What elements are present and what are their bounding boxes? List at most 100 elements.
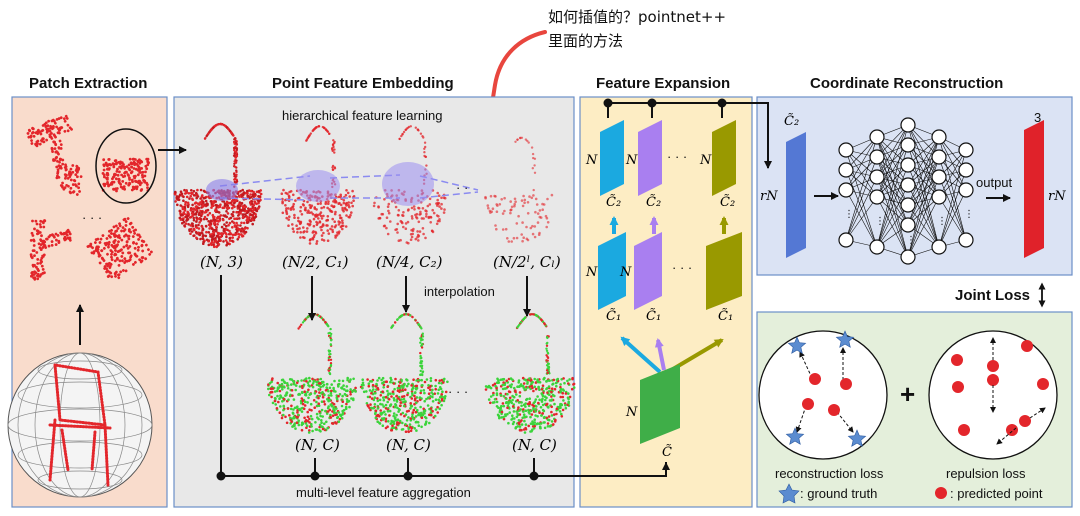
predicted-point: [1006, 424, 1018, 436]
hierarchical-feature-learning-label: hierarchical feature learning: [282, 108, 442, 123]
mlp-node: [838, 232, 854, 248]
header-feature-expansion: Feature Expansion: [596, 75, 730, 92]
expansion-bus-junctions: [603, 98, 727, 108]
mlp-node: [931, 169, 947, 185]
bottom-shape-label: (N, C): [295, 436, 340, 454]
point-cloud: [173, 122, 263, 249]
patch-cloud: [26, 114, 73, 148]
expand-middle-olive: [706, 232, 742, 310]
top-shape-label: (N/2ˡ, Cₗ): [493, 253, 561, 271]
recon-input-bar: [786, 132, 806, 258]
predicted-point: [1019, 415, 1031, 427]
repulsion-loss-marks: [951, 337, 1049, 445]
predicted-point: [987, 374, 999, 386]
bottom-row-ellipsis: · · ·: [448, 384, 468, 399]
predicted-point: [987, 360, 999, 372]
svg-text:⋮: ⋮: [964, 209, 974, 220]
middle-ellipsis: · · ·: [672, 260, 692, 275]
reconstruction-loss-label: reconstruction loss: [775, 466, 884, 481]
mlp-node: [869, 239, 885, 255]
middle-C1-2: C̃₁: [646, 308, 661, 324]
predicted-point: [958, 424, 970, 436]
predicted-point-label: : predicted point: [950, 486, 1043, 501]
ground-truth-legend-star: [778, 483, 800, 504]
mlp-node: [931, 129, 947, 145]
middle-C1-1: C̃₁: [606, 308, 621, 324]
upper-N-3: N: [699, 153, 712, 168]
header-coordinate-reconstruction: Coordinate Reconstruction: [810, 75, 1003, 92]
recon-output-top: 3: [1034, 110, 1041, 125]
svg-text:⋮: ⋮: [844, 209, 854, 220]
middle-N-2: N: [619, 265, 632, 280]
svg-text:⋮: ⋮: [937, 216, 947, 227]
predicted-point: [809, 373, 821, 385]
svg-text:⋮: ⋮: [906, 235, 916, 246]
mlp-node: [931, 149, 947, 165]
annotation-line-2: 里面的方法: [548, 32, 623, 50]
patch-highlight-ellipse: [95, 128, 157, 204]
base-C: C̃: [662, 444, 672, 460]
mlp-node: [958, 162, 974, 178]
bottom-shape-labels: (N, C)(N, C)(N, C): [295, 436, 557, 454]
predicted-point: [840, 378, 852, 390]
recon-output-bar: [1024, 120, 1044, 258]
output-label: output: [976, 175, 1013, 190]
annotation-line-1: 如何插值的？pointnet++: [548, 8, 726, 26]
repulsion-loss-label: repulsion loss: [946, 466, 1026, 481]
mlp-node: [958, 182, 974, 198]
ground-truth-star: [787, 336, 807, 354]
reconstruction-loss-circle: [758, 330, 888, 460]
point-cloud: [280, 125, 356, 245]
mlp-node: [900, 177, 916, 193]
patch-ellipsis: · · ·: [82, 210, 102, 225]
bus-junctions: [216, 471, 539, 481]
patch-cloud: [50, 139, 70, 191]
expand-upper-purple: [638, 120, 662, 196]
arrow-purple-fanout: [654, 338, 666, 371]
mlp-node: [931, 239, 947, 255]
upper-ellipsis: · · ·: [667, 149, 687, 164]
expand-base-green: [640, 364, 680, 444]
reconstruction-loss-marks: [785, 330, 867, 447]
top-shape-label: (N, 3): [200, 253, 243, 271]
expand-upper-olive: [712, 120, 736, 196]
recon-output-side: rN: [1048, 189, 1066, 204]
top-shape-label: (N/2, C₁): [282, 253, 349, 271]
mlp-node: [869, 149, 885, 165]
point-cloud: [484, 313, 576, 434]
top-shape-labels: (N, 3)(N/2, C₁)(N/4, C₂)(N/2ˡ, Cₗ): [200, 253, 561, 271]
predicted-point: [951, 354, 963, 366]
mlp-node: [869, 189, 885, 205]
recon-input-top: C̃₂: [784, 113, 799, 129]
upper-C2-1: C̃₂: [606, 194, 621, 210]
mlp-node: [958, 232, 974, 248]
chair-point-cloud: [48, 363, 112, 487]
expand-upper-cyan: [600, 120, 624, 196]
middle-N-1: N: [585, 265, 598, 280]
mlp-node: [838, 142, 854, 158]
ground-truth-star: [785, 427, 805, 445]
embedding-panel: [173, 96, 575, 508]
patch-cloud: [101, 157, 151, 193]
expand-middle-cyan: [598, 232, 626, 310]
embedding-bottom-row: [267, 313, 576, 434]
mlp-node: [958, 142, 974, 158]
upper-N-2: N: [625, 153, 638, 168]
upper-N-1: N: [585, 153, 598, 168]
patch-cloud: [37, 228, 72, 252]
bottom-shape-label: (N, C): [512, 436, 557, 454]
mlp-node: [900, 249, 916, 265]
mlp-node: [838, 162, 854, 178]
aggregation-label: multi-level feature aggregation: [296, 485, 471, 500]
mlp-node: [900, 117, 916, 133]
svg-text:⋮: ⋮: [875, 216, 885, 227]
predicted-point: [1037, 378, 1049, 390]
base-N: N: [625, 405, 638, 420]
ground-truth-star: [835, 330, 855, 348]
receptive-field-blobs: [206, 162, 434, 206]
mlp-node: [900, 157, 916, 173]
point-cloud: [359, 313, 449, 434]
upper-C2-2: C̃₂: [646, 194, 661, 210]
arrow-cyan-fanout: [620, 336, 662, 374]
